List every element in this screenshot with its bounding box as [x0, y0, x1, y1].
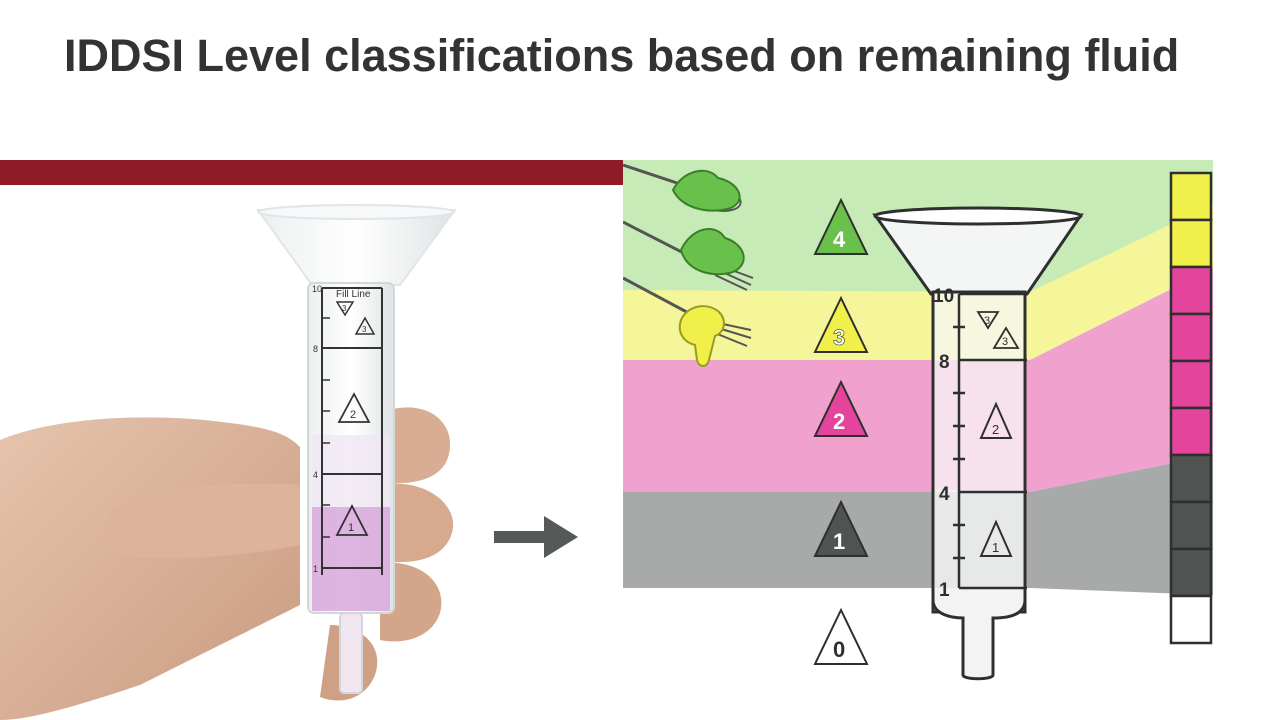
photo-scale-1: 1: [313, 564, 318, 574]
scale-8: 8: [939, 352, 950, 373]
accent-bar: [0, 160, 623, 185]
photo-mark-level2: 2: [350, 409, 356, 421]
funnel-mark-level3b: 3: [1002, 336, 1008, 348]
finger: [380, 562, 442, 642]
level-4-badge: 4: [813, 197, 869, 255]
finger: [380, 483, 454, 563]
band-level-1: [623, 455, 1213, 595]
finger: [380, 407, 451, 484]
photo-scale-4: 4: [313, 470, 318, 480]
fill-line-label: Fill Line: [336, 289, 371, 300]
flow-test-photo: Fill Line 10 8 4 1 3 3 2 1: [0, 204, 457, 720]
hand: [0, 417, 300, 720]
band-level-2: [623, 268, 1213, 492]
remaining-fluid: [312, 507, 390, 611]
funnel-mark-level1: 1: [992, 540, 999, 555]
photo-scale-8: 8: [313, 344, 318, 354]
level-0-badge: 0: [813, 607, 869, 665]
iddsi-level-diagram: 4 3 2 1 0 10 8 4 1: [623, 160, 1213, 681]
syringe-funnel: [256, 209, 457, 286]
arrow-right-icon: [494, 516, 578, 558]
photo-scale-10: 10: [312, 284, 322, 294]
level-1-label: 1: [833, 529, 845, 554]
funnel-mark-level2: 2: [992, 422, 999, 437]
funnel-mark-level3: 3: [984, 315, 990, 327]
level-2-badge: 2: [813, 379, 869, 437]
level-2-label: 2: [833, 409, 845, 434]
photo-mark-level3b: 3: [362, 325, 367, 334]
slide-title: IDDSI Level classifications based on rem…: [64, 30, 1180, 81]
band-level-3: [623, 204, 1213, 360]
photo-mark-level1: 1: [348, 522, 354, 534]
scale-1: 1: [939, 580, 950, 601]
photo-mark-level3: 3: [342, 304, 347, 313]
level-0-label: 0: [833, 637, 845, 662]
level-4-label: 4: [833, 227, 846, 252]
level-color-scale: [1169, 171, 1213, 645]
scale-10: 10: [933, 286, 954, 307]
level-1-badge: 1: [813, 499, 869, 557]
scale-4: 4: [939, 484, 950, 505]
syringe-tip: [339, 612, 363, 694]
thumb: [105, 483, 300, 559]
level-3-badge: 3: [813, 295, 869, 353]
level-3-label: 3: [833, 325, 845, 350]
